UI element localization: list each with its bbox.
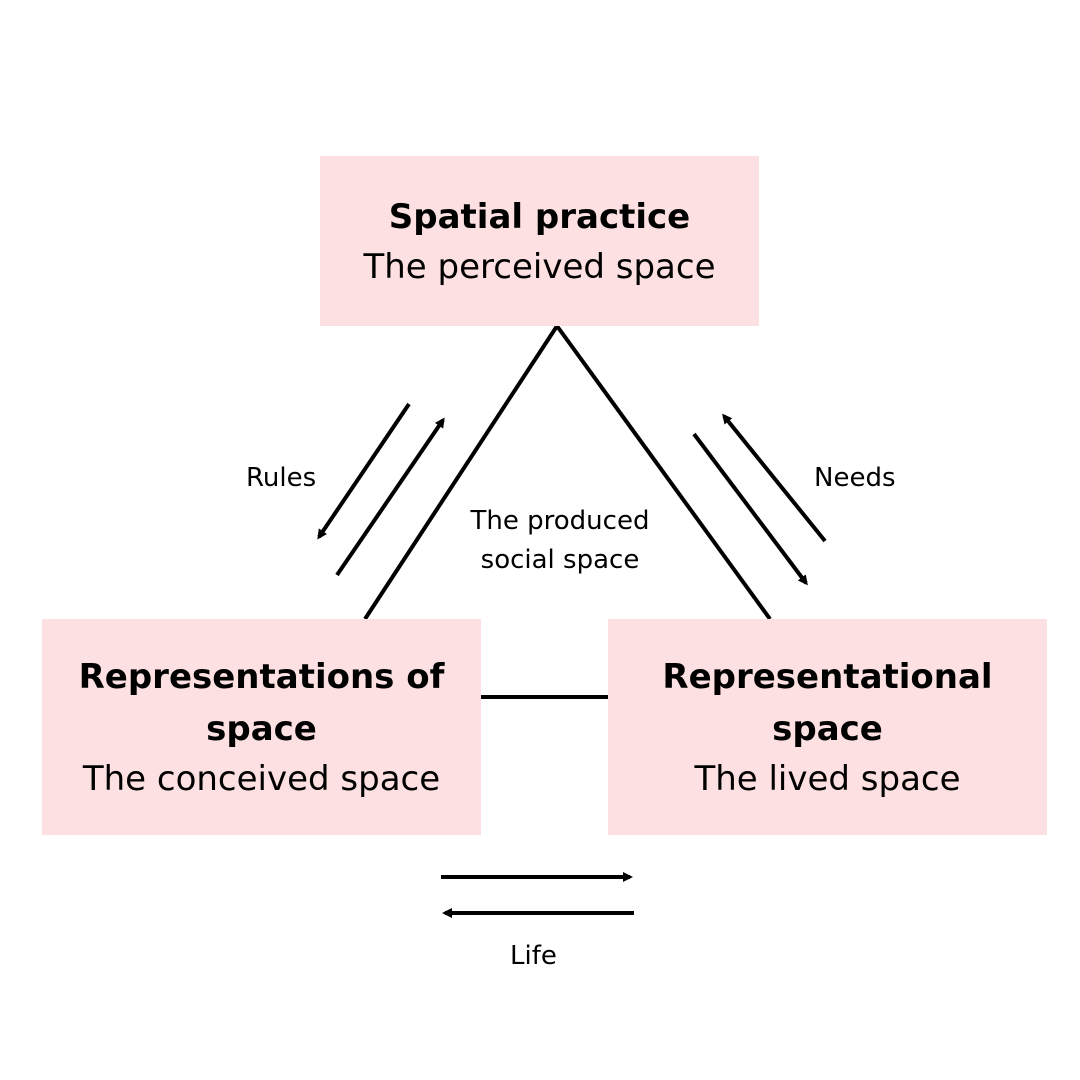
label-rules: Rules (246, 463, 317, 493)
edge-left-to-top (363, 324, 559, 621)
node-spatial-practice: Spatial practice The perceived space (320, 156, 759, 326)
label-produced-social-space: The produced social space (470, 506, 650, 575)
node-title: Spatial practice (388, 196, 691, 237)
node-representations-of-space: Representations of space The conceived s… (42, 619, 481, 835)
needs-arrow-up (722, 413, 827, 543)
label-needs: Needs (814, 463, 896, 493)
rules-arrow-down (317, 402, 411, 540)
node-representational-space: Representational space The lived space (608, 619, 1047, 835)
edge-top-to-right (555, 324, 772, 621)
needs-arrow-down (692, 432, 808, 586)
node-title: Representational space (662, 656, 993, 750)
label-life: Life (510, 941, 557, 971)
node-subtitle: The lived space (694, 758, 961, 799)
rules-arrow-up (335, 417, 445, 577)
node-subtitle: The conceived space (82, 758, 441, 799)
node-subtitle: The perceived space (363, 246, 716, 287)
node-title: Representations of space (78, 656, 445, 750)
